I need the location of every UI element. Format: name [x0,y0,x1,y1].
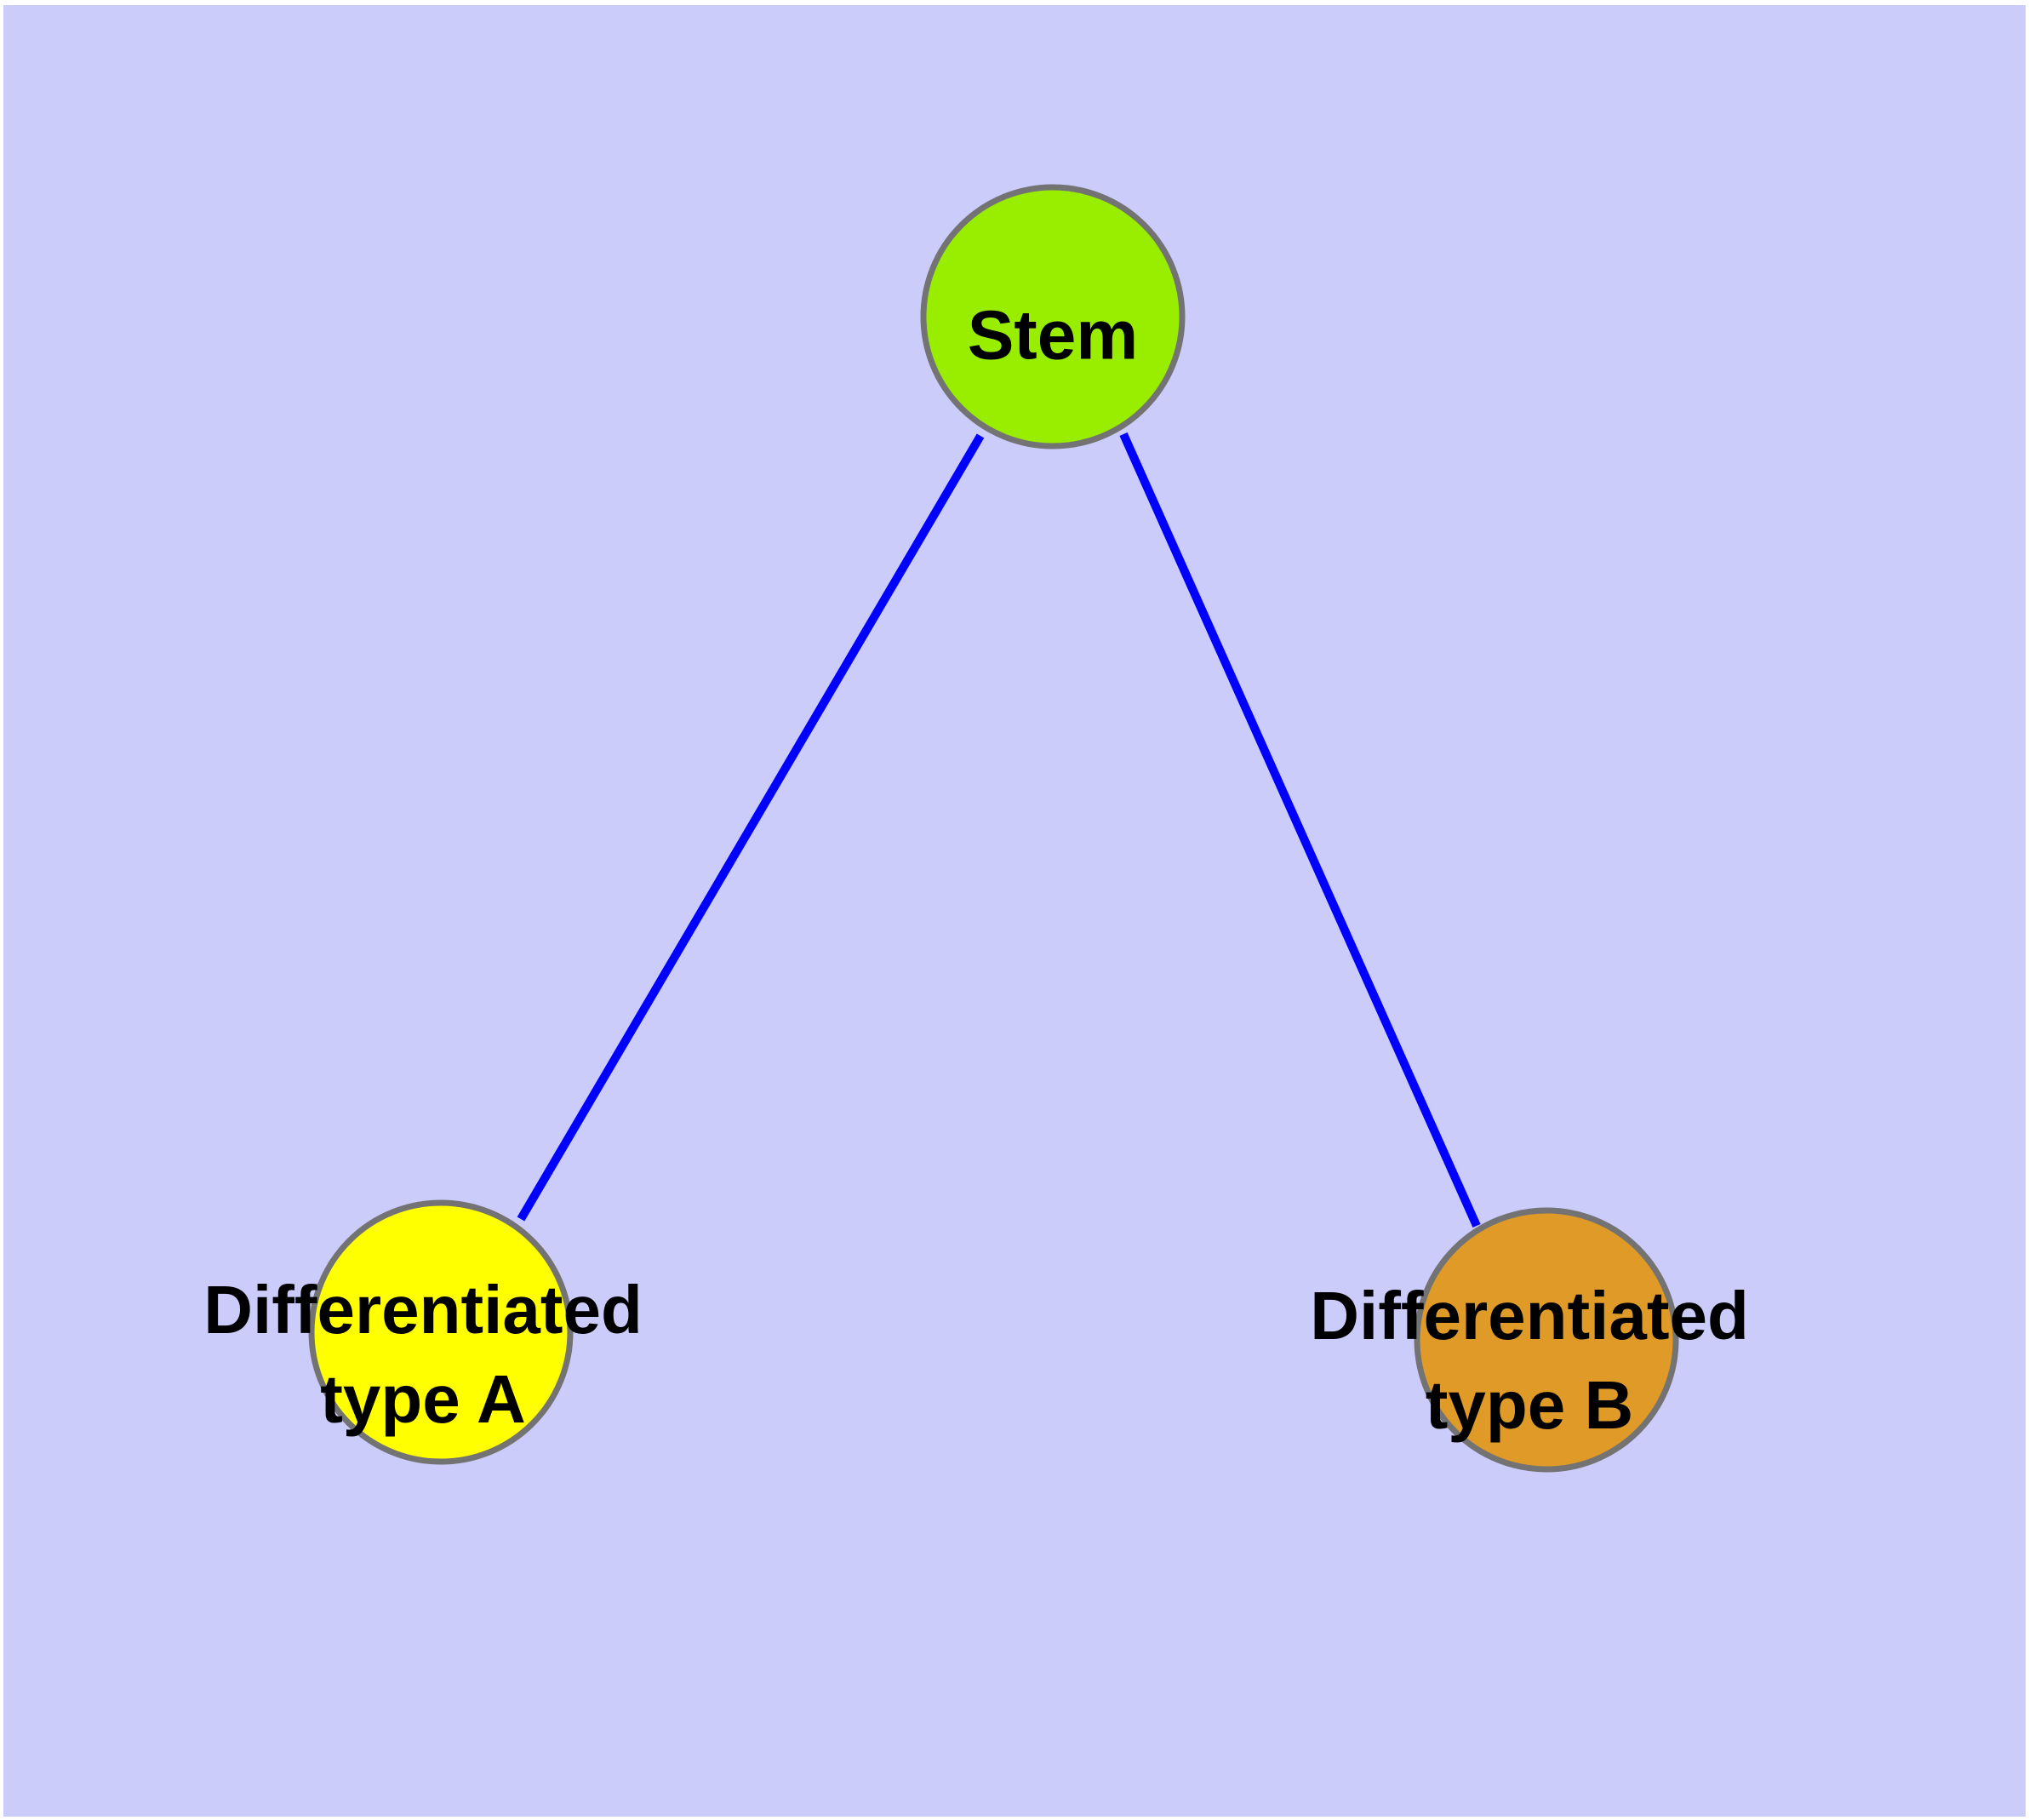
node-circle-diff-b[interactable] [1414,1207,1679,1473]
node-circle-diff-a[interactable] [308,1199,574,1465]
edge-stem-to-diff-a[interactable] [517,433,985,1222]
edge-stem-to-diff-b[interactable] [1119,432,1481,1228]
node-diff-a[interactable] [308,1199,574,1465]
labels-layer: Stem Differentiated type A Differentiate… [203,297,1749,1443]
node-label-diff-a-line1: Differentiated [203,1272,643,1348]
node-label-diff-b-line1: Differentiated [1310,1278,1749,1354]
node-label-diff-a-line2: type A [320,1361,526,1437]
node-circle-stem[interactable] [920,184,1186,449]
node-label-stem: Stem [968,297,1139,375]
node-diff-b[interactable] [1414,1207,1679,1473]
node-label-diff-b-line2: type B [1426,1367,1634,1443]
node-stem[interactable] [920,184,1186,449]
edges-layer [517,432,1481,1228]
